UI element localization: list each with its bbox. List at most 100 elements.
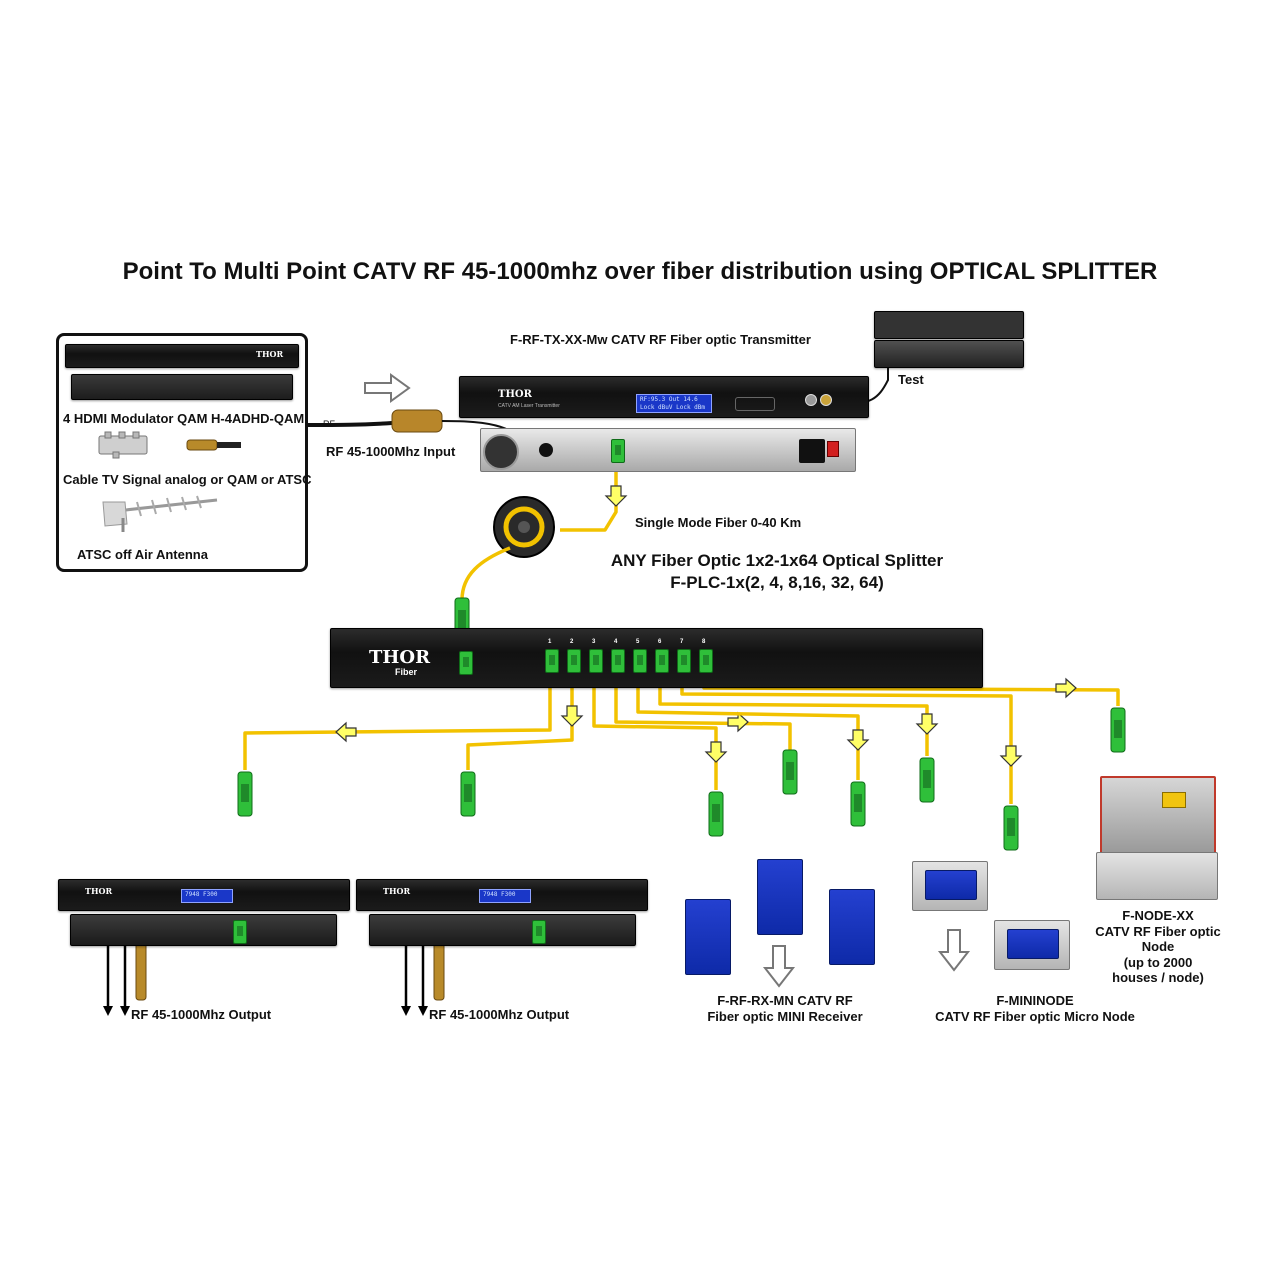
fiber-reel-windings [503,506,545,548]
mini-receiver-2-connector-core [786,762,794,780]
fiber-out-2 [466,680,574,770]
transmitter-rf-port[interactable] [805,394,817,406]
fiber-node-base [1096,852,1218,900]
hdmi-modulator-rear-device [71,374,293,400]
fiber-out-7 [680,680,1013,804]
mini-receiver-3 [829,889,875,965]
arrow-down-icon [604,485,628,507]
transmitter-label: F-RF-TX-XX-Mw CATV RF Fiber optic Transm… [510,332,811,347]
arrow-left-icon [335,721,357,743]
mininode-1-connector-core [923,770,931,788]
transmitter-fiber-port[interactable] [611,439,625,463]
splitter-logo: THOR [369,647,431,668]
splitter-logo-sub: Fiber [395,667,418,677]
arrow-down-hollow-icon-2 [937,929,971,972]
transmitter-model: CATV AM Laser Transmitter [498,403,560,409]
fiber-node-housing [1100,776,1216,854]
arrow-down-icon-5 [915,713,939,735]
rack-receiver-1-front: THOR 7948 F300 [58,879,350,911]
mininode-2-connector-core [1007,818,1015,836]
splitter-input-connector-core [458,610,466,628]
rack-receiver-1-rear [70,914,337,946]
test-equipment-device [874,340,1024,368]
modulator-label: 4 HDMI Modulator QAM H-4ADHD-QAM [63,411,305,426]
mini-receiver-2 [757,859,803,935]
rf-output-arrow-3-head [401,1006,411,1016]
hdmi-modulator-device: THOR [65,344,299,368]
arrow-down-hollow-icon-1 [762,945,796,988]
fan-icon [483,434,519,470]
diagram-title: Point To Multi Point CATV RF 45-1000mhz … [122,258,1158,285]
arrow-right-icon [364,373,411,403]
rack-receiver-2-fiber-port[interactable] [532,920,546,944]
splitter-port-number: 1 [548,639,552,645]
transmitter-logo: THOR [498,389,532,400]
rf-output-arrow-2-head [120,1006,130,1016]
splitter-output-port[interactable] [699,649,713,673]
monitor-icon [874,311,1024,339]
fiber-out-4 [614,680,792,750]
mininode-label-line2: CATV RF Fiber optic Micro Node [935,1009,1135,1024]
transmitter-lcd: RF:95.3 Out 14.6 Lock dBuV Lock dBm [636,394,712,413]
mini-receiver-1-connector-core [712,804,720,822]
splitter-output-port[interactable] [655,649,669,673]
transmitter-rear-device [480,428,856,472]
rack-receiver-2-front: THOR 7948 F300 [356,879,648,911]
mini-receiver-1 [685,899,731,975]
splitter-output-port[interactable] [589,649,603,673]
test-label: Test [898,372,924,387]
splitter-output-port[interactable] [545,649,559,673]
power-switch[interactable] [827,441,839,457]
arrow-right-icon-2 [727,711,749,733]
rf-output-coax-1 [135,939,147,1001]
node-label-line4: (up to 2000 [1123,955,1193,970]
rf-output-arrow-4-head [418,1006,428,1016]
splitter-output-port[interactable] [567,649,581,673]
rf-coax-cable [303,421,393,427]
transmitter-test-port[interactable] [820,394,832,406]
splitter-output-port[interactable] [633,649,647,673]
splitter-port-number: 6 [658,639,662,645]
splitter-port-number: 5 [636,639,640,645]
fiber-out-3 [592,680,718,790]
fiber-out-6 [658,680,929,756]
node-label-line1: F-NODE-XX [1122,908,1194,923]
rack-receiver-1-connector-core [241,784,249,802]
transmitter-front-device: THOR CATV AM Laser Transmitter RF:95.3 O… [459,376,869,418]
splitter-label-line2: F-PLC-1x(2, 4, 8,16, 32, 64) [670,573,884,592]
mininode-2 [994,920,1070,970]
mininode-1 [912,861,988,911]
node-label-line3: Node [1141,939,1175,954]
rack-receiver-1-fiber-port[interactable] [233,920,247,944]
fiber-out-1 [243,680,552,770]
rack-receiver-2-output-label: RF 45-1000Mhz Output [429,1007,570,1022]
rf-input-label: RF 45-1000Mhz Input [326,444,456,459]
rf-input-port[interactable] [539,443,553,457]
arrow-down-icon-4 [846,729,870,751]
splitter-output-port[interactable] [611,649,625,673]
antenna-icon [102,495,218,532]
splitter-port-number: 4 [614,639,618,645]
rf-cable-tag: RF [323,419,335,429]
arrow-down-icon-2 [560,705,584,727]
rack-receiver-2-rear [369,914,636,946]
rf-output-arrow-1-head [103,1006,113,1016]
splitter-port-number: 7 [680,639,684,645]
cable-tv-label: Cable TV Signal analog or QAM or ATSC [63,472,312,487]
fiber-from-transmitter [560,454,618,532]
power-inlet[interactable] [799,439,825,463]
mini-receiver-label-line2: Fiber optic MINI Receiver [707,1009,863,1024]
node-label-line2: CATV RF Fiber optic [1095,924,1221,939]
splitter-icon [98,431,241,459]
fiber-node-connector-core [1114,720,1122,738]
transmitter-keypad[interactable] [735,397,775,411]
arrow-right-icon-3 [1055,677,1077,699]
arrow-down-icon-6 [999,745,1023,767]
rf-output-coax-2 [433,939,445,1001]
splitter-label-line1: ANY Fiber Optic 1x2-1x64 Optical Splitte… [610,551,944,570]
splitter-input-port[interactable] [459,651,473,675]
splitter-port-number: 2 [570,639,574,645]
mininode-label-line1: F-MININODE [996,993,1074,1008]
splitter-output-port[interactable] [677,649,691,673]
